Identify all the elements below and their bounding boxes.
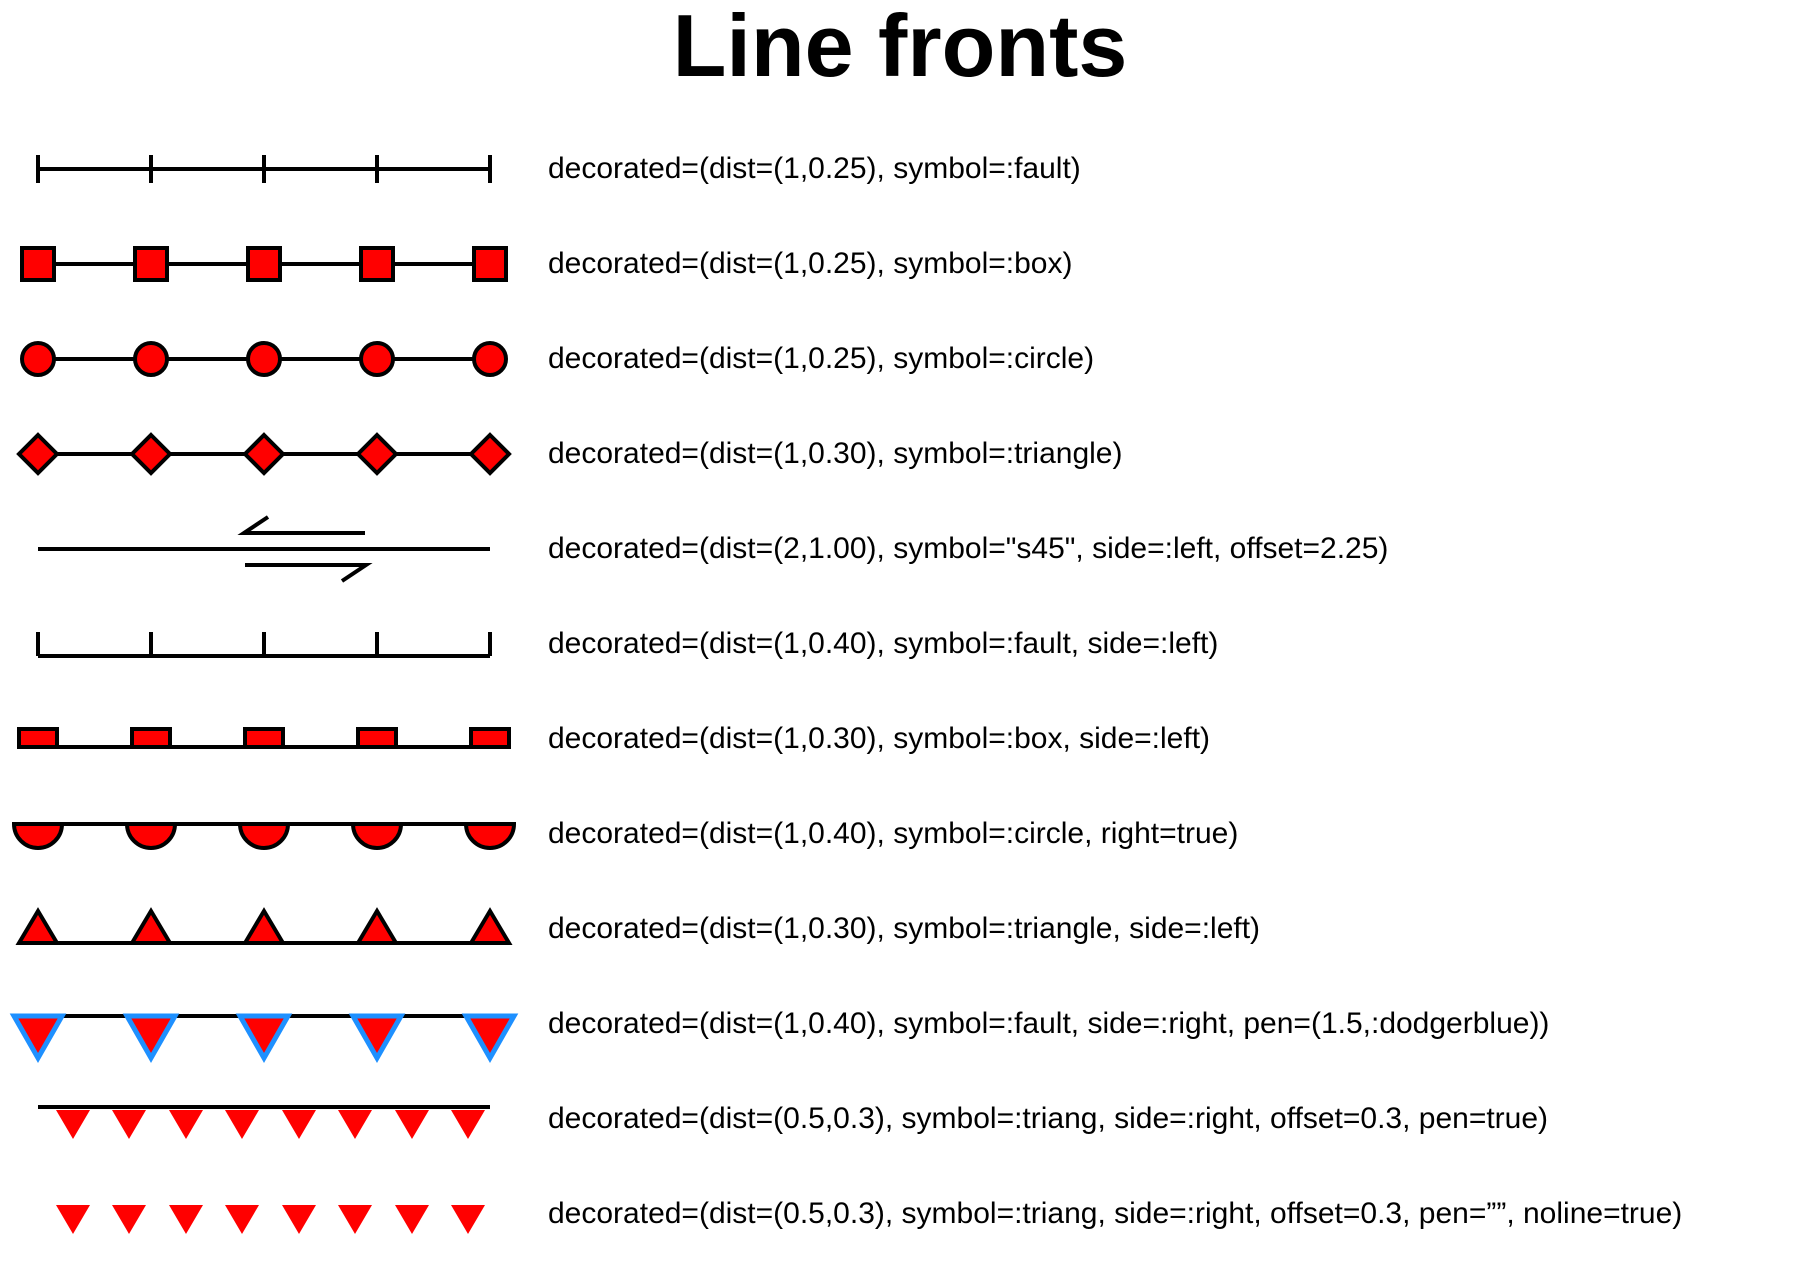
strike-slip-arrow-right	[245, 563, 373, 583]
front-label: decorated=(dist=(1,0.40), symbol=:circle…	[548, 817, 1239, 850]
front-row: decorated=(dist=(1,0.25), symbol=:circle…	[0, 311, 1818, 407]
front-label: decorated=(dist=(1,0.40), symbol=:fault,…	[548, 627, 1219, 660]
front-row: decorated=(dist=(1,0.25), symbol=:box)	[0, 216, 1818, 312]
box-symbol	[246, 246, 282, 282]
box-symbol	[130, 727, 172, 749]
front-label: decorated=(dist=(0.5,0.3), symbol=:trian…	[548, 1197, 1683, 1230]
triangle-symbol	[112, 1110, 146, 1139]
front-label: decorated=(dist=(1,0.25), symbol=:fault)	[548, 152, 1081, 185]
triangle-symbol	[395, 1110, 429, 1139]
triangle-symbol	[169, 1205, 203, 1234]
triangle-symbol	[338, 1110, 372, 1139]
front-row: decorated=(dist=(1,0.30), symbol=:box, s…	[0, 691, 1818, 787]
front-label: decorated=(dist=(1,0.30), symbol=:box, s…	[548, 722, 1211, 755]
box-symbol	[243, 727, 285, 749]
front-label: decorated=(dist=(1,0.30), symbol=:triang…	[548, 912, 1261, 945]
half-circle-symbol	[463, 822, 517, 850]
triangle-symbol	[241, 907, 287, 945]
triangle-symbol	[451, 1110, 485, 1139]
half-circle-symbol	[124, 822, 178, 850]
circle-symbol	[133, 341, 169, 377]
triangle-symbol	[225, 1110, 259, 1139]
circle-symbol	[472, 341, 508, 377]
triangle-symbol	[128, 907, 174, 945]
triangle-symbol	[395, 1205, 429, 1234]
triangle-symbol	[122, 1013, 180, 1064]
half-circle-symbol	[237, 822, 291, 850]
front-symbol-circle-right	[11, 822, 517, 850]
box-symbol	[356, 727, 398, 749]
diamond-symbol	[468, 432, 512, 476]
half-circle-symbol	[11, 822, 65, 850]
front-row: decorated=(dist=(0.5,0.3), symbol=:trian…	[0, 1166, 1818, 1262]
page-title: Line fronts	[672, 0, 1128, 95]
front-label: decorated=(dist=(1,0.30), symbol=:triang…	[548, 437, 1123, 470]
half-circle-symbol	[350, 822, 404, 850]
front-symbol-triang-noline	[56, 1205, 485, 1234]
triangle-symbol	[354, 907, 400, 945]
diamond-symbol	[16, 432, 60, 476]
front-symbol-fault-left	[36, 632, 492, 658]
front-symbol-fault-right-pen	[9, 1013, 519, 1064]
diamond-symbol	[242, 432, 286, 476]
front-label: decorated=(dist=(2,1.00), symbol="s45", …	[548, 532, 1389, 565]
triangle-symbol	[56, 1110, 90, 1139]
box-symbol	[469, 727, 511, 749]
front-symbol-strike-slip	[38, 515, 490, 583]
front-label: decorated=(dist=(0.5,0.3), symbol=:trian…	[548, 1102, 1549, 1135]
front-row: decorated=(dist=(2,1.00), symbol="s45", …	[0, 501, 1818, 597]
front-symbol-fault	[36, 155, 492, 183]
front-symbol-box-left	[17, 727, 511, 749]
circle-symbol	[359, 341, 395, 377]
box-symbol	[133, 246, 169, 282]
front-symbol-triang-right	[38, 1105, 490, 1139]
front-symbol-triangle-left	[15, 907, 513, 945]
front-symbol-box	[20, 246, 508, 282]
front-row: decorated=(dist=(1,0.30), symbol=:triang…	[0, 406, 1818, 502]
triangle-symbol	[282, 1205, 316, 1234]
front-row: decorated=(dist=(1,0.25), symbol=:fault)	[0, 121, 1818, 217]
front-row: decorated=(dist=(0.5,0.3), symbol=:trian…	[0, 1071, 1818, 1167]
front-row: decorated=(dist=(1,0.30), symbol=:triang…	[0, 881, 1818, 977]
circle-symbol	[246, 341, 282, 377]
box-symbol	[359, 246, 395, 282]
strike-slip-arrow-left	[237, 515, 365, 535]
triangle-symbol	[338, 1205, 372, 1234]
triangle-symbol	[112, 1205, 146, 1234]
box-symbol	[17, 727, 59, 749]
box-symbol	[20, 246, 56, 282]
front-symbol-diamond	[16, 432, 512, 476]
triangle-symbol	[282, 1110, 316, 1139]
diamond-symbol	[355, 432, 399, 476]
triangle-symbol	[9, 1013, 67, 1064]
triangle-symbol	[225, 1205, 259, 1234]
front-row: decorated=(dist=(1,0.40), symbol=:circle…	[0, 786, 1818, 882]
triangle-symbol	[461, 1013, 519, 1064]
triangle-symbol	[56, 1205, 90, 1234]
front-row: decorated=(dist=(1,0.40), symbol=:fault,…	[0, 976, 1818, 1072]
circle-symbol	[20, 341, 56, 377]
triangle-symbol	[467, 907, 513, 945]
front-label: decorated=(dist=(1,0.40), symbol=:fault,…	[548, 1007, 1550, 1040]
triangle-symbol	[15, 907, 61, 945]
front-symbol-circle	[20, 341, 508, 377]
front-row: decorated=(dist=(1,0.40), symbol=:fault,…	[0, 596, 1818, 692]
diamond-symbol	[129, 432, 173, 476]
triangle-symbol	[235, 1013, 293, 1064]
front-label: decorated=(dist=(1,0.25), symbol=:circle…	[548, 342, 1095, 375]
triangle-symbol	[451, 1205, 485, 1234]
triangle-symbol	[169, 1110, 203, 1139]
front-label: decorated=(dist=(1,0.25), symbol=:box)	[548, 247, 1073, 280]
box-symbol	[472, 246, 508, 282]
triangle-symbol	[348, 1013, 406, 1064]
